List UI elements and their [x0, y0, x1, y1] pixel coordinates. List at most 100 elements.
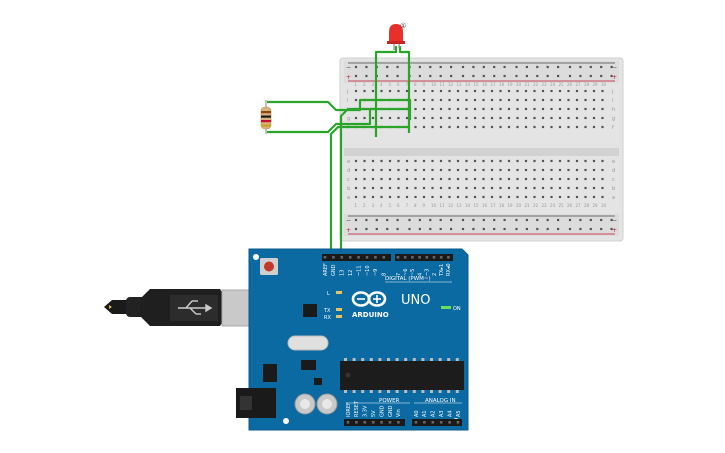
breadboard-hole[interactable] — [414, 89, 417, 93]
breadboard-hole[interactable] — [558, 107, 562, 111]
rail-hole[interactable] — [579, 227, 582, 231]
rail-hole[interactable] — [546, 65, 549, 69]
header-pin[interactable] — [414, 421, 418, 424]
wire-resistor-bottom[interactable] — [267, 110, 372, 134]
breadboard-hole[interactable] — [567, 177, 570, 181]
rail-hole[interactable] — [503, 74, 506, 78]
breadboard-hole[interactable] — [584, 125, 587, 129]
breadboard-hole[interactable] — [482, 125, 485, 129]
rail-hole[interactable] — [354, 74, 358, 78]
rail-hole[interactable] — [429, 74, 432, 78]
rail-hole[interactable] — [579, 74, 582, 78]
rail-hole[interactable] — [472, 227, 475, 231]
breadboard-hole[interactable] — [388, 89, 392, 93]
breadboard-hole[interactable] — [414, 168, 417, 172]
breadboard-hole[interactable] — [499, 177, 502, 181]
header-pin[interactable] — [418, 256, 421, 259]
breadboard-hole[interactable] — [439, 159, 443, 163]
breadboard-hole[interactable] — [558, 116, 562, 120]
breadboard-hole[interactable] — [592, 116, 596, 120]
rail-hole[interactable] — [503, 218, 506, 222]
breadboard-hole[interactable] — [456, 159, 460, 163]
breadboard-hole[interactable] — [516, 195, 519, 199]
breadboard-hole[interactable] — [516, 107, 519, 111]
breadboard-hole[interactable] — [550, 98, 553, 102]
rail-hole[interactable] — [557, 227, 560, 231]
breadboard-hole[interactable] — [507, 107, 511, 111]
rail-hole[interactable] — [365, 218, 368, 222]
header-pin[interactable] — [388, 421, 392, 424]
breadboard-hole[interactable] — [601, 89, 604, 93]
breadboard-hole[interactable] — [584, 159, 587, 163]
breadboard-hole[interactable] — [533, 186, 536, 190]
breadboard-hole[interactable] — [507, 116, 511, 120]
rail-hole[interactable] — [396, 227, 399, 231]
breadboard-hole[interactable] — [448, 195, 451, 199]
rail-hole[interactable] — [354, 218, 358, 222]
breadboard-hole[interactable] — [397, 116, 400, 120]
rail-hole[interactable] — [354, 65, 358, 69]
rail-hole[interactable] — [579, 65, 582, 69]
rail-hole[interactable] — [386, 218, 389, 222]
breadboard-hole[interactable] — [414, 195, 417, 199]
rail-hole[interactable] — [568, 227, 572, 231]
rail-hole[interactable] — [396, 65, 399, 69]
breadboard-hole[interactable] — [363, 177, 366, 181]
breadboard-hole[interactable] — [584, 107, 587, 111]
breadboard-hole[interactable] — [507, 159, 511, 163]
breadboard-hole[interactable] — [533, 159, 536, 163]
breadboard-hole[interactable] — [363, 159, 366, 163]
rail-hole[interactable] — [482, 227, 485, 231]
breadboard-hole[interactable] — [507, 168, 511, 172]
breadboard-hole[interactable] — [380, 186, 383, 190]
breadboard-hole[interactable] — [448, 98, 451, 102]
breadboard-hole[interactable] — [414, 177, 417, 181]
breadboard-hole[interactable] — [405, 177, 409, 181]
rail-hole[interactable] — [439, 65, 442, 69]
breadboard-hole[interactable] — [456, 186, 460, 190]
breadboard-hole[interactable] — [465, 195, 468, 199]
rail-hole[interactable] — [375, 218, 378, 222]
breadboard-hole[interactable] — [431, 107, 434, 111]
rail-hole[interactable] — [536, 65, 539, 69]
breadboard-hole[interactable] — [388, 186, 392, 190]
header-pin[interactable] — [423, 421, 426, 424]
breadboard-hole[interactable] — [380, 177, 383, 181]
breadboard-hole[interactable] — [448, 177, 451, 181]
breadboard-hole[interactable] — [490, 195, 494, 199]
breadboard-hole[interactable] — [584, 116, 587, 120]
breadboard-hole[interactable] — [524, 186, 528, 190]
breadboard-hole[interactable] — [405, 195, 409, 199]
breadboard-hole[interactable] — [397, 168, 400, 172]
breadboard-hole[interactable] — [414, 125, 417, 129]
header-pin[interactable] — [382, 256, 386, 259]
breadboard-hole[interactable] — [473, 177, 477, 181]
breadboard-hole[interactable] — [439, 195, 443, 199]
rail-hole[interactable] — [503, 65, 506, 69]
breadboard-hole[interactable] — [558, 159, 562, 163]
breadboard-hole[interactable] — [601, 186, 604, 190]
breadboard-hole[interactable] — [575, 89, 579, 93]
rail-hole[interactable] — [450, 218, 453, 222]
breadboard-hole[interactable] — [490, 159, 494, 163]
rail-hole[interactable] — [579, 218, 582, 222]
breadboard-hole[interactable] — [456, 107, 460, 111]
breadboard[interactable]: − + − + − + − + 112233445566778899101011… — [339, 57, 624, 242]
breadboard-hole[interactable] — [490, 168, 494, 172]
rail-hole[interactable] — [600, 227, 603, 231]
breadboard-hole[interactable] — [405, 168, 409, 172]
header-pin[interactable] — [374, 256, 377, 259]
rail-hole[interactable] — [515, 74, 518, 78]
rail-hole[interactable] — [429, 227, 432, 231]
rail-hole[interactable] — [472, 218, 475, 222]
breadboard-hole[interactable] — [533, 177, 536, 181]
header-pin[interactable] — [357, 256, 360, 259]
breadboard-hole[interactable] — [456, 177, 460, 181]
breadboard-hole[interactable] — [456, 89, 460, 93]
breadboard-hole[interactable] — [354, 89, 358, 93]
rail-hole[interactable] — [429, 65, 432, 69]
breadboard-hole[interactable] — [499, 159, 502, 163]
breadboard-hole[interactable] — [439, 186, 443, 190]
breadboard-hole[interactable] — [592, 159, 596, 163]
